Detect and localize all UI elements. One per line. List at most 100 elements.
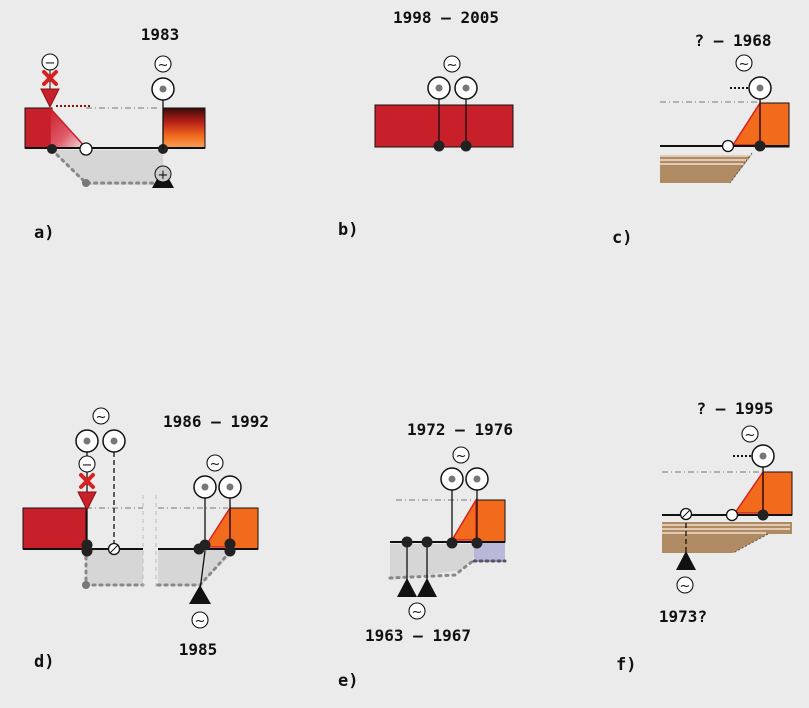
gray-area [86, 550, 143, 586]
tilde-symbol: ~ [680, 579, 691, 594]
tilde-symbol: ~ [456, 449, 467, 464]
year-label: 1983 [141, 25, 180, 44]
pump-triangle [676, 551, 696, 570]
node-black [446, 537, 458, 549]
panel-f: ~ ~ ? – 1995 1973? f) [616, 399, 793, 675]
well-line [199, 550, 206, 591]
red-ramp [49, 106, 88, 149]
minus-symbol: − [82, 458, 93, 473]
brown-layers [662, 522, 792, 553]
hatch-mark [109, 544, 119, 554]
tilde-icon [154, 55, 172, 73]
tilde-symbol: ~ [210, 457, 221, 472]
node-black [81, 545, 93, 557]
year-label: 1998 – 2005 [393, 8, 499, 27]
panel-c: ~ ? – 1968 c) [612, 31, 790, 248]
node-black [433, 140, 445, 152]
dot-node [82, 581, 90, 589]
cross-icon [42, 70, 58, 86]
tilde-icon [735, 54, 753, 72]
panel-label: b) [338, 220, 358, 240]
pump-dot [462, 84, 470, 92]
node-black [199, 539, 211, 551]
tilde-icon [191, 611, 209, 629]
orange-block [759, 102, 790, 148]
node-open [721, 139, 735, 153]
minus-icon [78, 455, 96, 473]
node-black [754, 140, 766, 152]
node-black [401, 536, 413, 548]
node-open [725, 508, 739, 522]
pump-triangle [189, 585, 211, 604]
panel-label: d) [34, 652, 54, 672]
red-block [22, 507, 87, 550]
year-label: 1972 – 1976 [407, 420, 513, 439]
dotted-slope [732, 533, 769, 554]
panel-d: ~ − ~ ~ 1986 – 1992 1985 d) [22, 407, 269, 672]
orange-ramp [731, 100, 761, 146]
pump-dot [435, 84, 443, 92]
cross-icon [79, 473, 95, 489]
tilde-icon [408, 602, 426, 620]
tilde-icon [741, 425, 759, 443]
panel-e: ~ ~ 1972 – 1976 1963 – 1967 e) [338, 420, 513, 691]
panel-a: ~ + − 1983 a) [24, 25, 206, 243]
plus-icon [154, 165, 172, 183]
brown-layers [660, 155, 752, 183]
pump-dot [83, 437, 91, 445]
node-black [471, 537, 483, 549]
pump-dot [110, 437, 118, 445]
panel-label: c) [612, 228, 632, 248]
pump-dot [448, 475, 456, 483]
orange-ramp [450, 497, 477, 541]
pump-dot [201, 483, 209, 491]
fire-block [162, 107, 206, 149]
gray-area [158, 550, 230, 586]
panel-label: a) [34, 223, 54, 243]
year-label: 1986 – 1992 [163, 412, 269, 431]
tilde-symbol: ~ [447, 58, 458, 73]
gray-area [390, 544, 474, 580]
drain-triangle [77, 491, 97, 512]
dot-node [82, 179, 90, 187]
pump-dot [759, 452, 767, 460]
pump-dot [226, 483, 234, 491]
year-label: ? – 1995 [696, 399, 773, 418]
hatch-mark [681, 509, 691, 519]
year-label: ? – 1968 [694, 31, 771, 50]
tilde-icon [452, 446, 470, 464]
tilde-symbol: ~ [412, 605, 423, 620]
orange-block [762, 471, 793, 516]
minus-icon [41, 53, 59, 71]
red-block [374, 104, 514, 148]
pump-triangle [417, 578, 437, 597]
pump-triangle [397, 578, 417, 597]
orange-block [475, 499, 506, 543]
year-label-secondary: 1973? [659, 607, 707, 626]
pump-dot [159, 85, 167, 93]
panel-label: e) [338, 671, 358, 691]
panel-label: f) [616, 655, 636, 675]
drain-triangle [40, 88, 60, 109]
tilde-symbol: ~ [745, 428, 756, 443]
panel-b: ~ 1998 – 2005 b) [338, 8, 514, 240]
tilde-icon [206, 454, 224, 472]
tilde-icon [92, 407, 110, 425]
tilde-icon [443, 55, 461, 73]
tilde-symbol: ~ [158, 58, 169, 73]
orange-ramp [733, 469, 764, 514]
red-block [24, 107, 53, 149]
dotted-boundary [50, 148, 165, 185]
plus-symbol: + [158, 168, 169, 183]
tilde-icon [676, 576, 694, 594]
tilde-symbol: ~ [739, 57, 750, 72]
dotted-boundary [388, 558, 476, 580]
minus-symbol: − [45, 56, 56, 71]
tilde-symbol: ~ [195, 614, 206, 629]
node-black [47, 144, 57, 154]
node-open [79, 142, 93, 156]
node-black [224, 545, 236, 557]
year-label-secondary: 1985 [179, 640, 218, 659]
year-label-secondary: 1963 – 1967 [365, 626, 471, 645]
